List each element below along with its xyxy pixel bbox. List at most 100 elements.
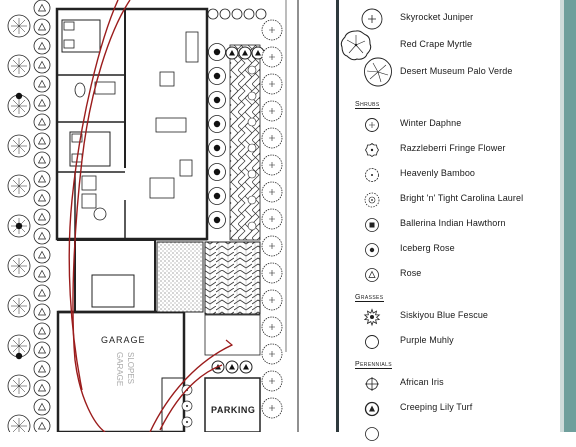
tree-trunk-symbol xyxy=(15,92,23,100)
lily-turf-symbol xyxy=(239,360,253,374)
daphne-shrub-symbol xyxy=(261,154,283,176)
legend-label: Creeping Lily Turf xyxy=(400,402,473,412)
legend-label: Razzleberri Fringe Flower xyxy=(400,143,506,153)
rose-shrub-symbol xyxy=(33,398,51,416)
fescue-grass-symbol xyxy=(247,91,257,101)
rose-shrub-symbol xyxy=(33,189,51,207)
blue-fescue-icon xyxy=(363,308,381,327)
patio-paving xyxy=(204,241,261,315)
rose-shrub-symbol xyxy=(33,18,51,36)
legend-label: Purple Muhly xyxy=(400,335,454,345)
panel-divider xyxy=(336,0,339,432)
gravel-area xyxy=(156,241,204,313)
legend-item: Winter Daphne xyxy=(339,112,560,138)
rose-shrub-symbol xyxy=(33,360,51,378)
rose-shrub-symbol xyxy=(33,170,51,188)
rose-shrub-symbol xyxy=(33,322,51,340)
fescue-grass-symbol xyxy=(247,169,257,179)
legend-label: Rose xyxy=(400,268,422,278)
skyrocket-juniper-icon xyxy=(361,8,383,30)
carolina-laurel-icon xyxy=(364,192,380,208)
juniper-tree-symbol xyxy=(7,54,31,78)
legend-label: African Iris xyxy=(400,377,444,387)
rose-shrub-symbol xyxy=(33,379,51,397)
rose-shrub-symbol xyxy=(33,132,51,150)
rose-shrub-symbol xyxy=(33,113,51,131)
heavenly-bamboo-icon xyxy=(365,168,379,182)
garage-note-line-2: SLOPES xyxy=(126,352,135,384)
fence-post-symbol xyxy=(231,8,243,20)
lily-turf-icon xyxy=(364,401,380,417)
hawthorn-shrub-symbol xyxy=(208,43,226,61)
juniper-tree-symbol xyxy=(7,294,31,318)
hawthorn-shrub-symbol xyxy=(208,187,226,205)
juniper-tree-symbol xyxy=(7,374,31,398)
indian-hawthorn-icon xyxy=(365,218,379,232)
legend-label: Siskiyou Blue Fescue xyxy=(400,310,489,320)
legend-item: Heavenly Bamboo xyxy=(339,162,560,188)
landscape-site-plan: GARAGE GARAGE SLOPES PARKING xyxy=(7,0,299,432)
legend-item: Siskiyou Blue Fescue xyxy=(339,304,560,330)
hatched-bed xyxy=(229,44,261,241)
legend-item: Skyrocket Juniper xyxy=(339,6,560,32)
accent-sidebar xyxy=(560,0,576,432)
daphne-shrub-symbol xyxy=(261,397,283,419)
legend-item: Ballerina Indian Hawthorn xyxy=(339,212,560,238)
garage-note-line-1: GARAGE xyxy=(115,352,124,386)
rose-shrub-symbol xyxy=(33,246,51,264)
fescue-grass-symbol xyxy=(247,143,257,153)
daphne-shrub-symbol xyxy=(261,343,283,365)
rose-shrub-symbol xyxy=(33,417,51,432)
legend-item: Razzleberri Fringe Flower xyxy=(339,137,560,163)
planter-strip xyxy=(204,314,261,356)
house-outline xyxy=(55,0,299,432)
lily-turf-symbol xyxy=(225,46,239,60)
juniper-tree-symbol xyxy=(7,14,31,38)
hawthorn-shrub-symbol xyxy=(208,139,226,157)
fescue-grass-symbol xyxy=(247,221,257,231)
fringe-flower-icon xyxy=(365,143,379,157)
palo-verde-icon xyxy=(364,57,392,87)
edge-shrub-symbol xyxy=(181,400,193,412)
winter-daphne-icon xyxy=(365,118,379,132)
grasses-heading: Grasses xyxy=(355,294,384,302)
legend-item-partial xyxy=(339,421,560,447)
hawthorn-shrub-symbol xyxy=(208,163,226,181)
hawthorn-shrub-symbol xyxy=(208,211,226,229)
daphne-shrub-symbol xyxy=(261,208,283,230)
fescue-grass-symbol xyxy=(247,65,257,75)
tree-trunk-symbol xyxy=(15,222,23,230)
fence-post-symbol xyxy=(207,8,219,20)
edge-shrub-symbol xyxy=(181,416,193,428)
juniper-tree-symbol xyxy=(7,134,31,158)
shrubs-heading: Shrubs xyxy=(355,101,380,109)
purple-muhly-icon xyxy=(365,335,379,349)
daphne-shrub-symbol xyxy=(261,19,283,41)
legend-item: Rose xyxy=(339,262,560,288)
daphne-shrub-symbol xyxy=(261,127,283,149)
fence-post-symbol xyxy=(219,8,231,20)
juniper-tree-symbol xyxy=(7,334,31,358)
rose-shrub-symbol xyxy=(33,303,51,321)
daphne-shrub-symbol xyxy=(261,100,283,122)
juniper-tree-symbol xyxy=(7,94,31,118)
parking-label: PARKING xyxy=(211,405,255,415)
daphne-shrub-symbol xyxy=(261,73,283,95)
iceberg-rose-icon xyxy=(365,243,379,257)
rose-icon xyxy=(365,268,379,282)
tree-trunk-symbol xyxy=(15,352,23,360)
legend-label: Ballerina Indian Hawthorn xyxy=(400,218,506,228)
legend-item: Iceberg Rose xyxy=(339,237,560,263)
legend-label: Red Crape Myrtle xyxy=(400,39,473,49)
partial-plant-icon xyxy=(365,427,379,441)
legend-item: Bright 'n' Tight Carolina Laurel xyxy=(339,187,560,213)
rose-shrub-symbol xyxy=(33,151,51,169)
legend-label: Desert Museum Palo Verde xyxy=(400,66,513,76)
daphne-shrub-symbol xyxy=(261,235,283,257)
plant-legend: Skyrocket Juniper Red Crape Myrtle Deser… xyxy=(339,0,560,441)
legend-label: Winter Daphne xyxy=(400,118,462,128)
legend-item: African Iris xyxy=(339,371,560,397)
legend-item: Red Crape Myrtle xyxy=(339,30,560,61)
legend-label: Iceberg Rose xyxy=(400,243,455,253)
hawthorn-shrub-symbol xyxy=(208,67,226,85)
